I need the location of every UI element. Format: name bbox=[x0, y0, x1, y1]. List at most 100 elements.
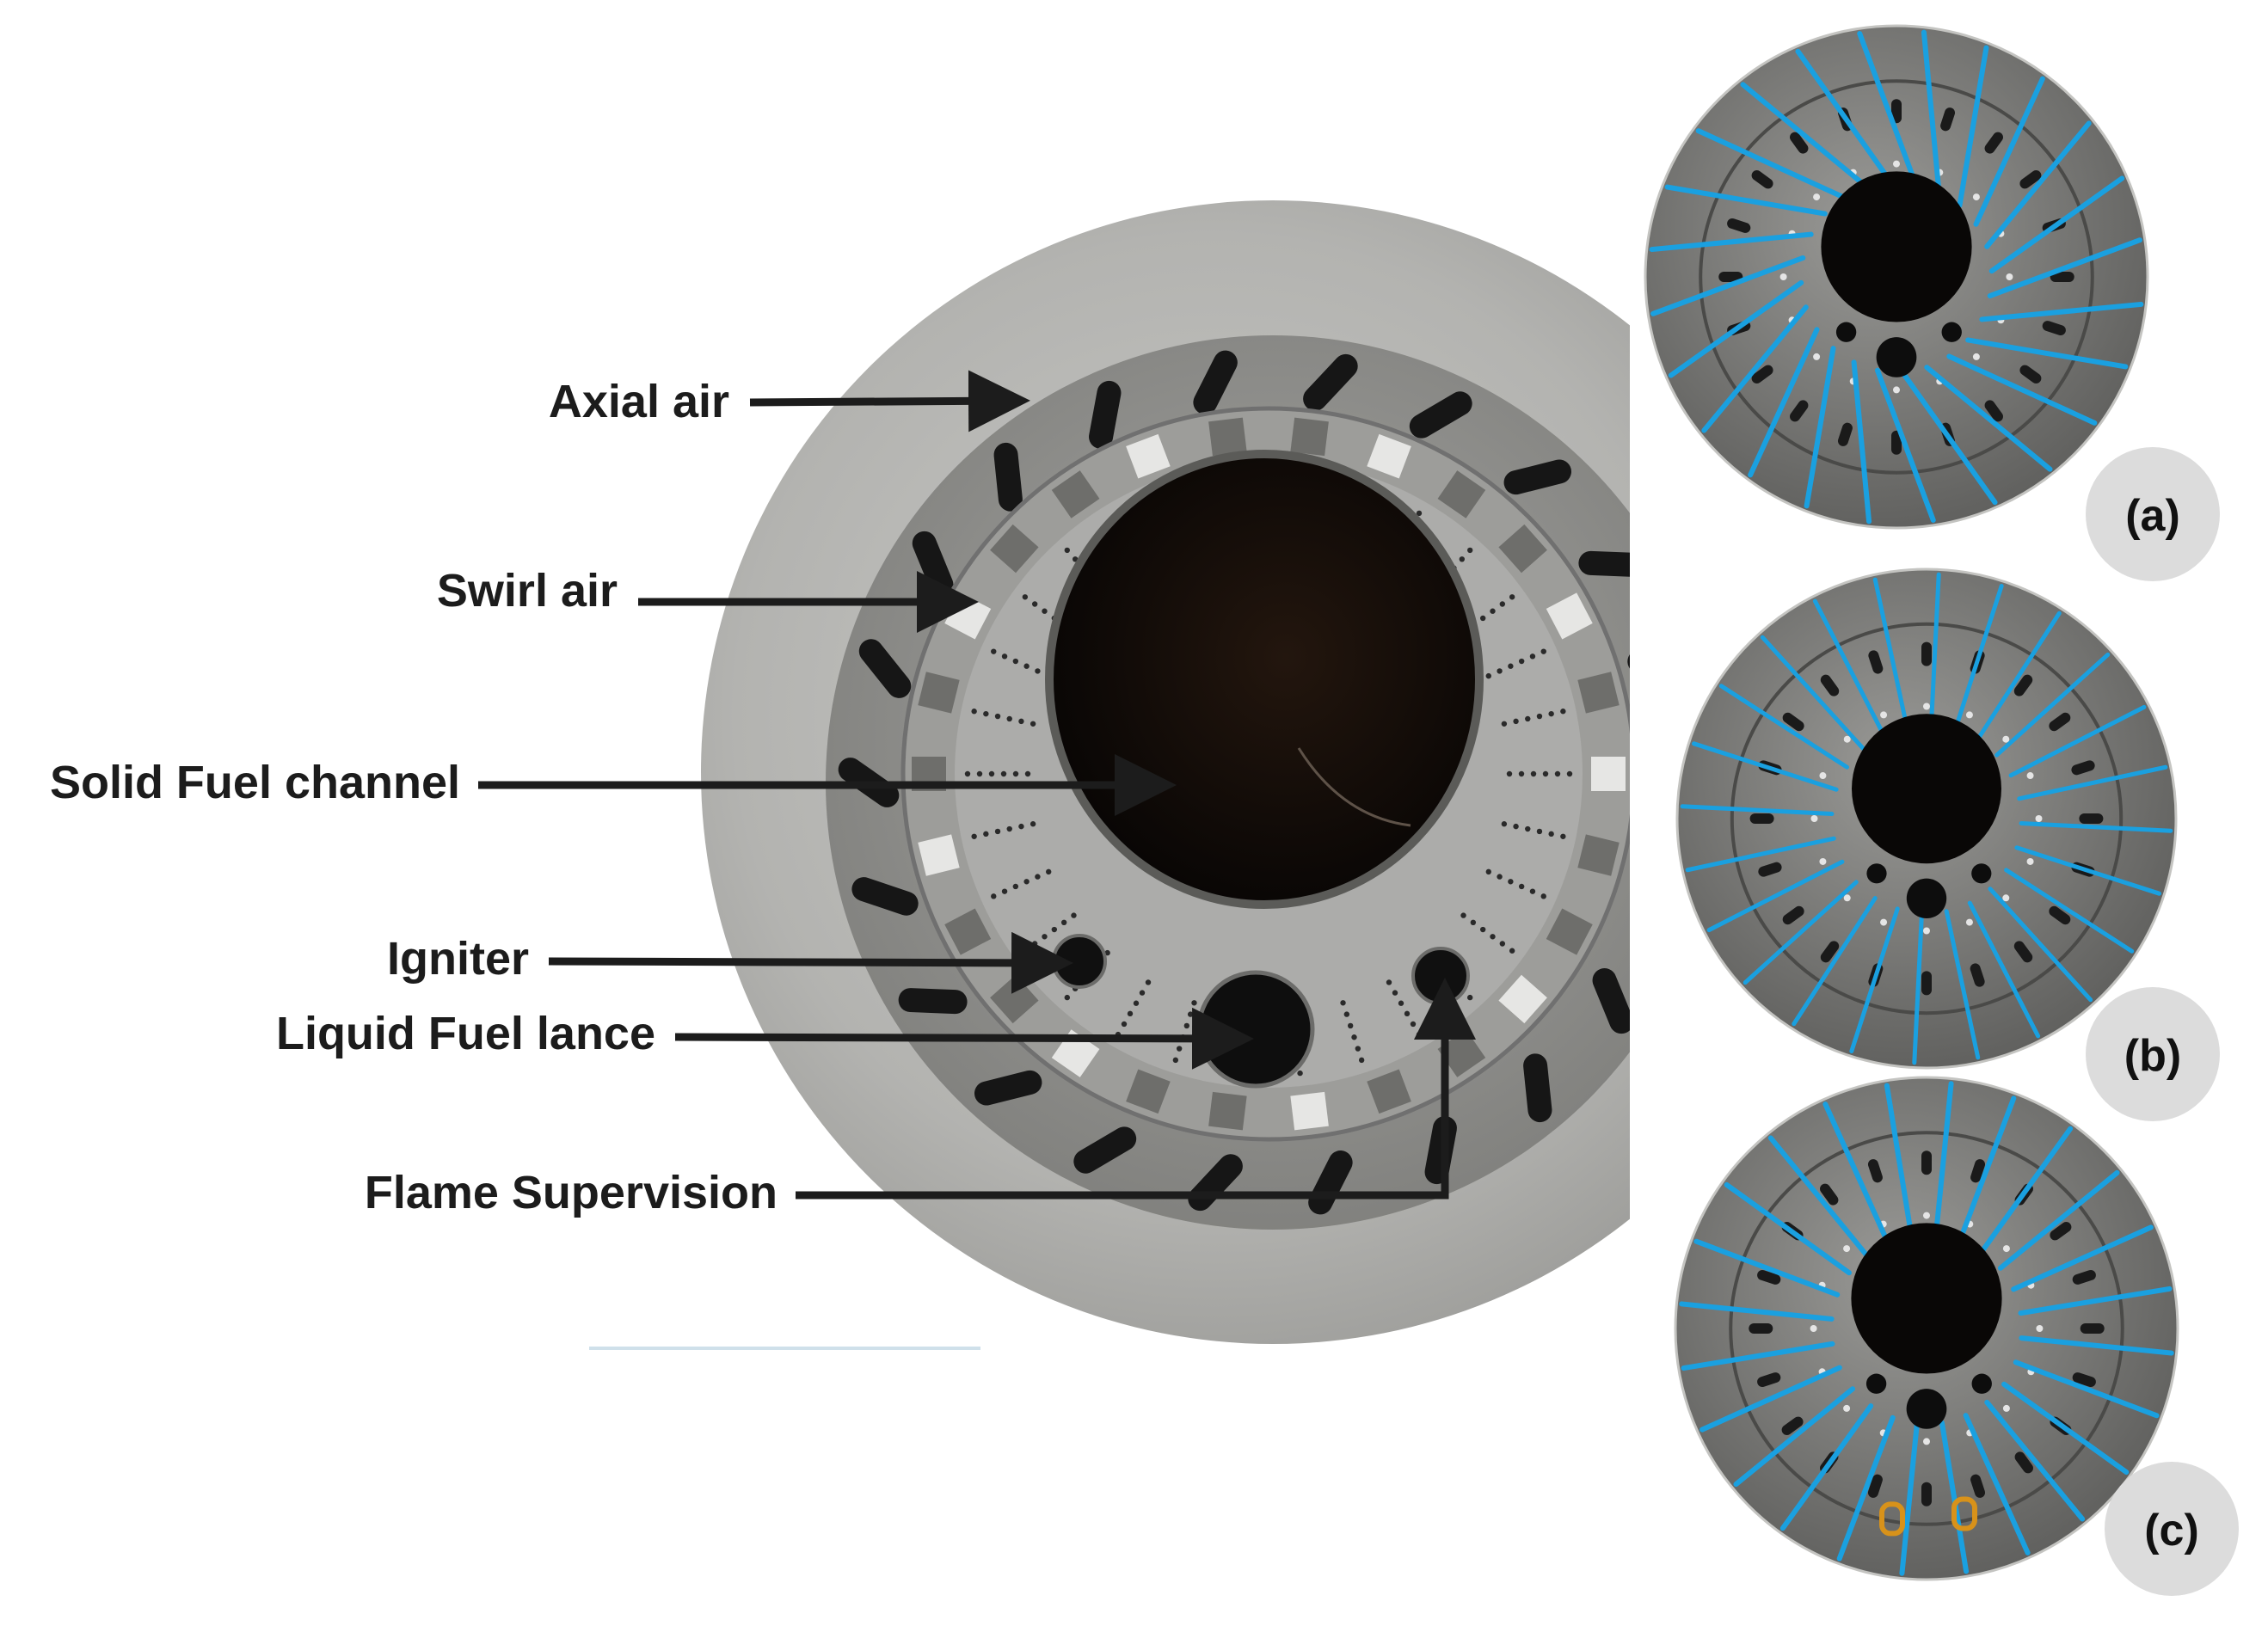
swirl-opening bbox=[1437, 470, 1486, 518]
thumb-slot bbox=[1781, 1416, 1804, 1435]
axial-slot bbox=[851, 877, 919, 916]
panel-a-badge-circle bbox=[2086, 447, 2220, 581]
fuel-hole bbox=[1470, 919, 1477, 926]
overlay-line bbox=[1748, 327, 1820, 478]
swirl-opening bbox=[1208, 1091, 1247, 1131]
thumb-slot bbox=[1727, 218, 1751, 233]
thumb-slot bbox=[1921, 641, 1932, 666]
thumb-slot bbox=[2072, 1269, 2096, 1285]
fuel-hole bbox=[1031, 941, 1038, 947]
label-liquid-fuel-lance: Liquid Fuel lance bbox=[276, 1008, 655, 1059]
fuel-hole bbox=[1183, 1022, 1190, 1029]
overlay-line bbox=[2008, 704, 2147, 778]
overlay-line bbox=[1679, 1301, 1835, 1322]
thumb-flame-port bbox=[1971, 863, 1992, 884]
thumb-slot bbox=[2019, 170, 2042, 189]
thumb-slot bbox=[1757, 1269, 1781, 1285]
arrow-flame-supervision bbox=[796, 978, 1476, 1200]
thumb-slot bbox=[1718, 272, 1743, 282]
thumb-slot bbox=[1891, 99, 1902, 124]
fuel-hole bbox=[1508, 879, 1514, 885]
fuel-hole bbox=[1460, 912, 1466, 918]
thumb-slot bbox=[2049, 712, 2071, 732]
thumb-slot bbox=[1940, 107, 1956, 132]
thumb-dot bbox=[1813, 353, 1821, 360]
overlay-line bbox=[1681, 1341, 1835, 1371]
thumb-ring bbox=[1729, 1131, 2124, 1526]
swirl-opening bbox=[1498, 524, 1547, 574]
thumb-dot bbox=[2002, 735, 2010, 743]
thumb-slot bbox=[1749, 1323, 1773, 1334]
thumb-dot bbox=[2035, 815, 2043, 822]
thumb-dot bbox=[2026, 857, 2034, 865]
overlay-line bbox=[1984, 1399, 2086, 1522]
fuel-hole bbox=[1518, 770, 1525, 777]
overlay-line bbox=[1884, 1083, 1915, 1237]
overlay-line bbox=[1963, 1413, 2031, 1555]
fuel-hole bbox=[1530, 770, 1537, 777]
fuel-hole bbox=[1548, 831, 1554, 838]
overlay-line bbox=[1692, 741, 1839, 792]
overlay-line bbox=[1988, 887, 2093, 1003]
thumb-dot bbox=[1923, 927, 1930, 935]
overlay-line bbox=[1997, 1169, 2120, 1271]
thumb-slot bbox=[1868, 650, 1884, 674]
thumb-slot bbox=[1867, 1474, 1883, 1498]
fuel-hole bbox=[1536, 713, 1543, 720]
overlay-line bbox=[1718, 684, 1849, 770]
overlay-line bbox=[2018, 1285, 2173, 1316]
fuel-hole bbox=[1490, 608, 1496, 614]
overlay-line bbox=[1987, 237, 2142, 299]
fuel-hole bbox=[1416, 510, 1423, 517]
overlay-line bbox=[1685, 836, 1836, 873]
overlay-line bbox=[1650, 255, 1806, 316]
fuel-hole bbox=[1479, 926, 1486, 933]
fuel-hole bbox=[1035, 874, 1041, 880]
thumb-dot bbox=[1843, 735, 1851, 743]
overlay-line bbox=[1664, 184, 1828, 217]
overlay-line bbox=[1973, 76, 2045, 227]
fuel-hole bbox=[1064, 994, 1071, 1001]
fuel-hole bbox=[1497, 874, 1503, 880]
igniter-port bbox=[1052, 934, 1107, 989]
axial-slot bbox=[993, 442, 1023, 512]
thumb-dot bbox=[1880, 711, 1888, 719]
fuel-hole bbox=[964, 770, 971, 777]
overlay-line bbox=[1849, 906, 1900, 1053]
fuel-hole bbox=[988, 770, 995, 777]
callout-swirl-air: Swirl air bbox=[437, 565, 979, 633]
fuel-hole bbox=[991, 893, 997, 899]
fuel-hole bbox=[1529, 888, 1536, 894]
thumb-slot bbox=[1984, 132, 2003, 154]
thumb-dot bbox=[1972, 193, 1980, 201]
overlay-line bbox=[1958, 1095, 2017, 1243]
thumb-slot bbox=[2080, 1323, 2105, 1334]
fuel-hole bbox=[1351, 1034, 1357, 1040]
overlay-line bbox=[1921, 29, 1942, 194]
overlay-line bbox=[1939, 1420, 1970, 1574]
panel-c-badge-circle bbox=[2105, 1462, 2239, 1596]
solid-fuel-channel-bore bbox=[1045, 450, 1484, 909]
fuel-hole bbox=[1340, 1000, 1346, 1006]
thumb-dot bbox=[1810, 815, 1818, 822]
swirl-opening bbox=[918, 672, 960, 714]
thumb-slot bbox=[1749, 813, 1774, 825]
fuel-hole bbox=[983, 831, 989, 838]
overlay-line bbox=[1733, 1386, 1856, 1488]
thumb-slot bbox=[1820, 674, 1840, 696]
overlay-line bbox=[1933, 1081, 1954, 1236]
thumb-dot bbox=[2002, 894, 2010, 902]
swirl-opening bbox=[1546, 908, 1593, 955]
overlay-line bbox=[1649, 231, 1814, 253]
thumb-dot bbox=[1893, 386, 1900, 394]
callout-flame-supervision: Flame Supervision bbox=[365, 978, 1476, 1218]
overlay-line bbox=[1944, 909, 1981, 1060]
overlay-line bbox=[1976, 611, 2062, 741]
swirl-opening bbox=[1577, 834, 1620, 876]
axial-slot bbox=[1592, 968, 1630, 1034]
thumb-highlight bbox=[1879, 1501, 1905, 1537]
overlay-line bbox=[2019, 821, 2173, 833]
overlay-line bbox=[1872, 577, 1909, 728]
thumb-dot bbox=[1843, 894, 1851, 902]
fuel-hole bbox=[976, 770, 983, 777]
